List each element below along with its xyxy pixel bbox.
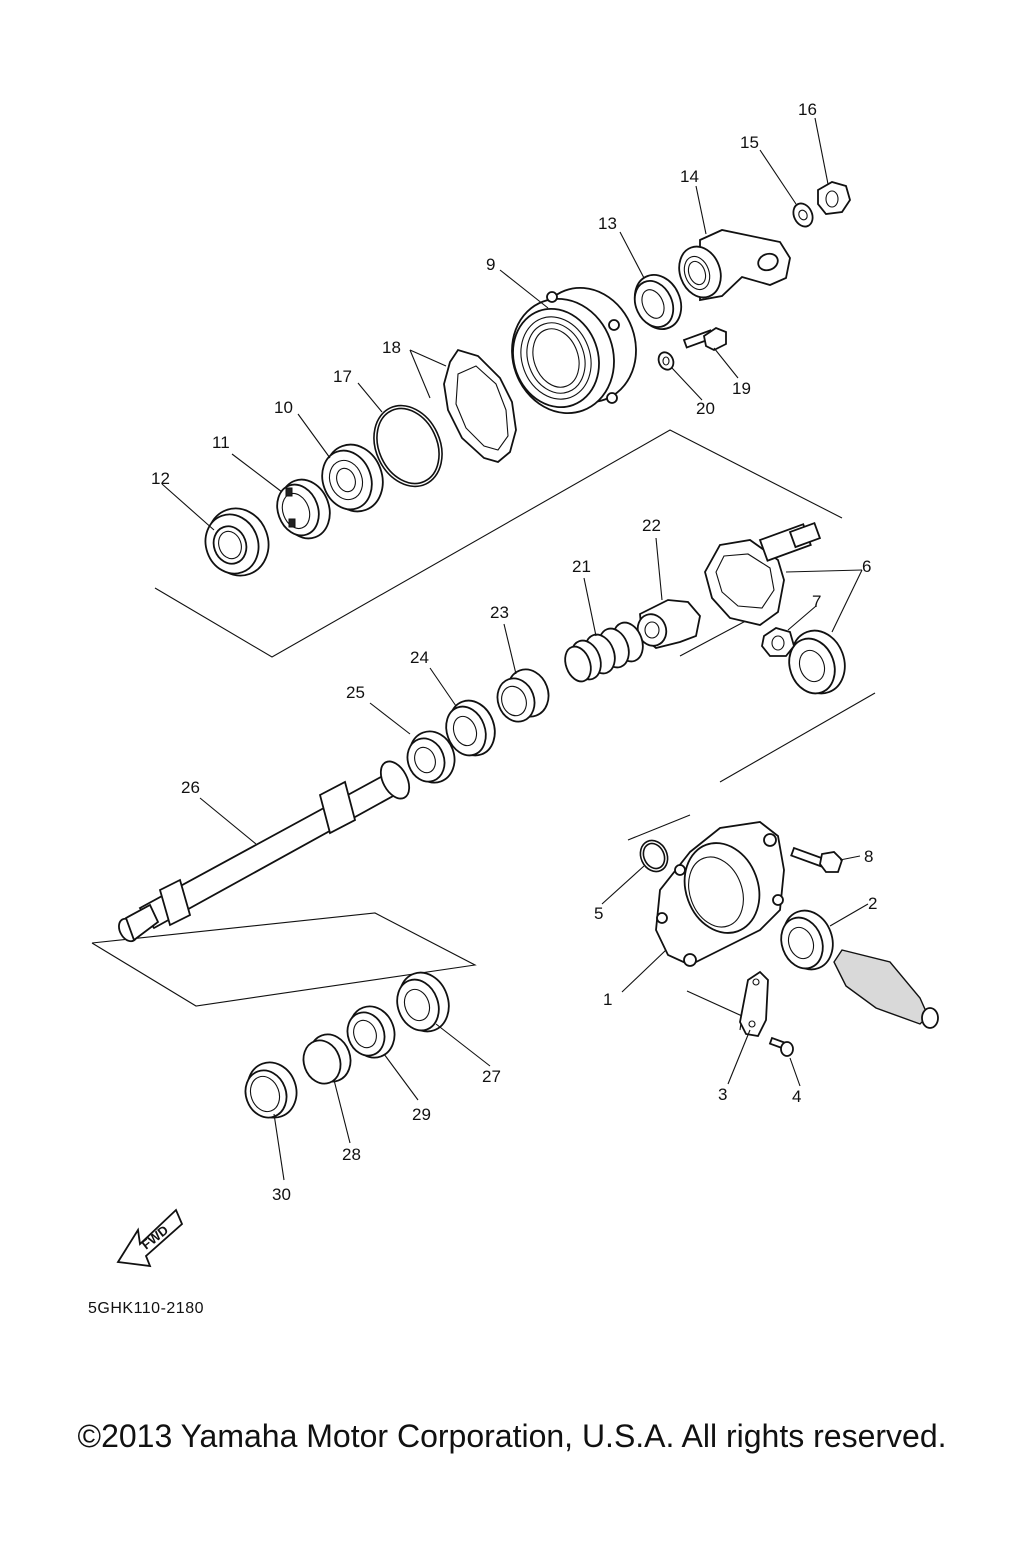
part-24-bearing: [445, 699, 496, 757]
callout-1: 1: [603, 990, 612, 1009]
callout-3: 3: [718, 1085, 727, 1104]
callout-23: 23: [490, 603, 509, 622]
callout-10: 10: [274, 398, 293, 417]
part-13-oil-seal: [633, 274, 683, 330]
part-9-bearing-housing: [511, 286, 637, 415]
part-30-oil-seal: [244, 1061, 298, 1119]
part-25-bearing: [406, 730, 456, 784]
callout-8: 8: [864, 847, 873, 866]
part-4-screw: [768, 1036, 794, 1057]
callout-14: 14: [680, 167, 699, 186]
callout-15: 15: [740, 133, 759, 152]
part-12-oil-seal: [204, 507, 270, 577]
callout-17: 17: [333, 367, 352, 386]
part-27-bearing: [396, 971, 450, 1033]
part-21-spring: [564, 621, 644, 683]
part-28-collar: [302, 1033, 352, 1085]
callout-24: 24: [410, 648, 429, 667]
group-frame-upper: [154, 429, 843, 658]
diagram-code: 5GHK110-2180: [88, 1300, 204, 1317]
part-6-bevel-gear: [704, 521, 846, 695]
part-19-bolt: [682, 326, 727, 352]
part-22-coupling: [636, 599, 701, 649]
callout-numbers: 1 2 3 4 5 6 7 8 9 10 11 12 13 14 15 16 1…: [151, 100, 877, 1204]
callout-19: 19: [732, 379, 751, 398]
part-26-drive-shaft: [118, 760, 411, 943]
callout-4: 4: [792, 1087, 801, 1106]
part-8-bolt: [790, 846, 844, 873]
pinion-shaft: [833, 949, 939, 1029]
part-1-gear-housing: [655, 821, 785, 967]
callout-22: 22: [642, 516, 661, 535]
part-16-nut: [817, 181, 851, 215]
callout-6: 6: [862, 557, 871, 576]
callout-21: 21: [572, 557, 591, 576]
part-23-collar: [496, 668, 550, 723]
callout-28: 28: [342, 1145, 361, 1164]
callout-25: 25: [346, 683, 365, 702]
callout-12: 12: [151, 469, 170, 488]
group-frame-lower: [91, 912, 477, 1007]
callout-13: 13: [598, 214, 617, 233]
callout-18: 18: [382, 338, 401, 357]
part-17-o-ring: [373, 404, 443, 488]
callout-29: 29: [412, 1105, 431, 1124]
callout-20: 20: [696, 399, 715, 418]
callout-11: 11: [212, 433, 230, 452]
callout-9: 9: [486, 255, 495, 274]
part-2-bearing: [780, 909, 834, 971]
part-5-o-ring: [639, 839, 669, 873]
part-11-ring-nut: [276, 478, 331, 540]
part-20-washer: [657, 351, 675, 371]
callout-16: 16: [798, 100, 817, 119]
callout-7: 7: [812, 592, 821, 611]
part-18-shim: [443, 348, 517, 463]
part-7-nut: [761, 627, 795, 657]
part-14-universal-joint-yoke: [678, 229, 791, 302]
callout-5: 5: [594, 904, 603, 923]
fwd-arrow-icon: FWD: [116, 1208, 184, 1268]
callout-2: 2: [868, 894, 877, 913]
part-10-bearing: [321, 443, 384, 513]
part-15-washer: [792, 202, 814, 228]
callout-26: 26: [181, 778, 200, 797]
part-3-stopper-plate: [739, 970, 769, 1037]
leader-lines: [161, 117, 869, 1181]
copyright-notice: ©2013 Yamaha Motor Corporation, U.S.A. A…: [77, 1418, 947, 1454]
callout-30: 30: [272, 1185, 291, 1204]
callout-27: 27: [482, 1067, 501, 1086]
part-29-ring-nut: [346, 1005, 396, 1059]
